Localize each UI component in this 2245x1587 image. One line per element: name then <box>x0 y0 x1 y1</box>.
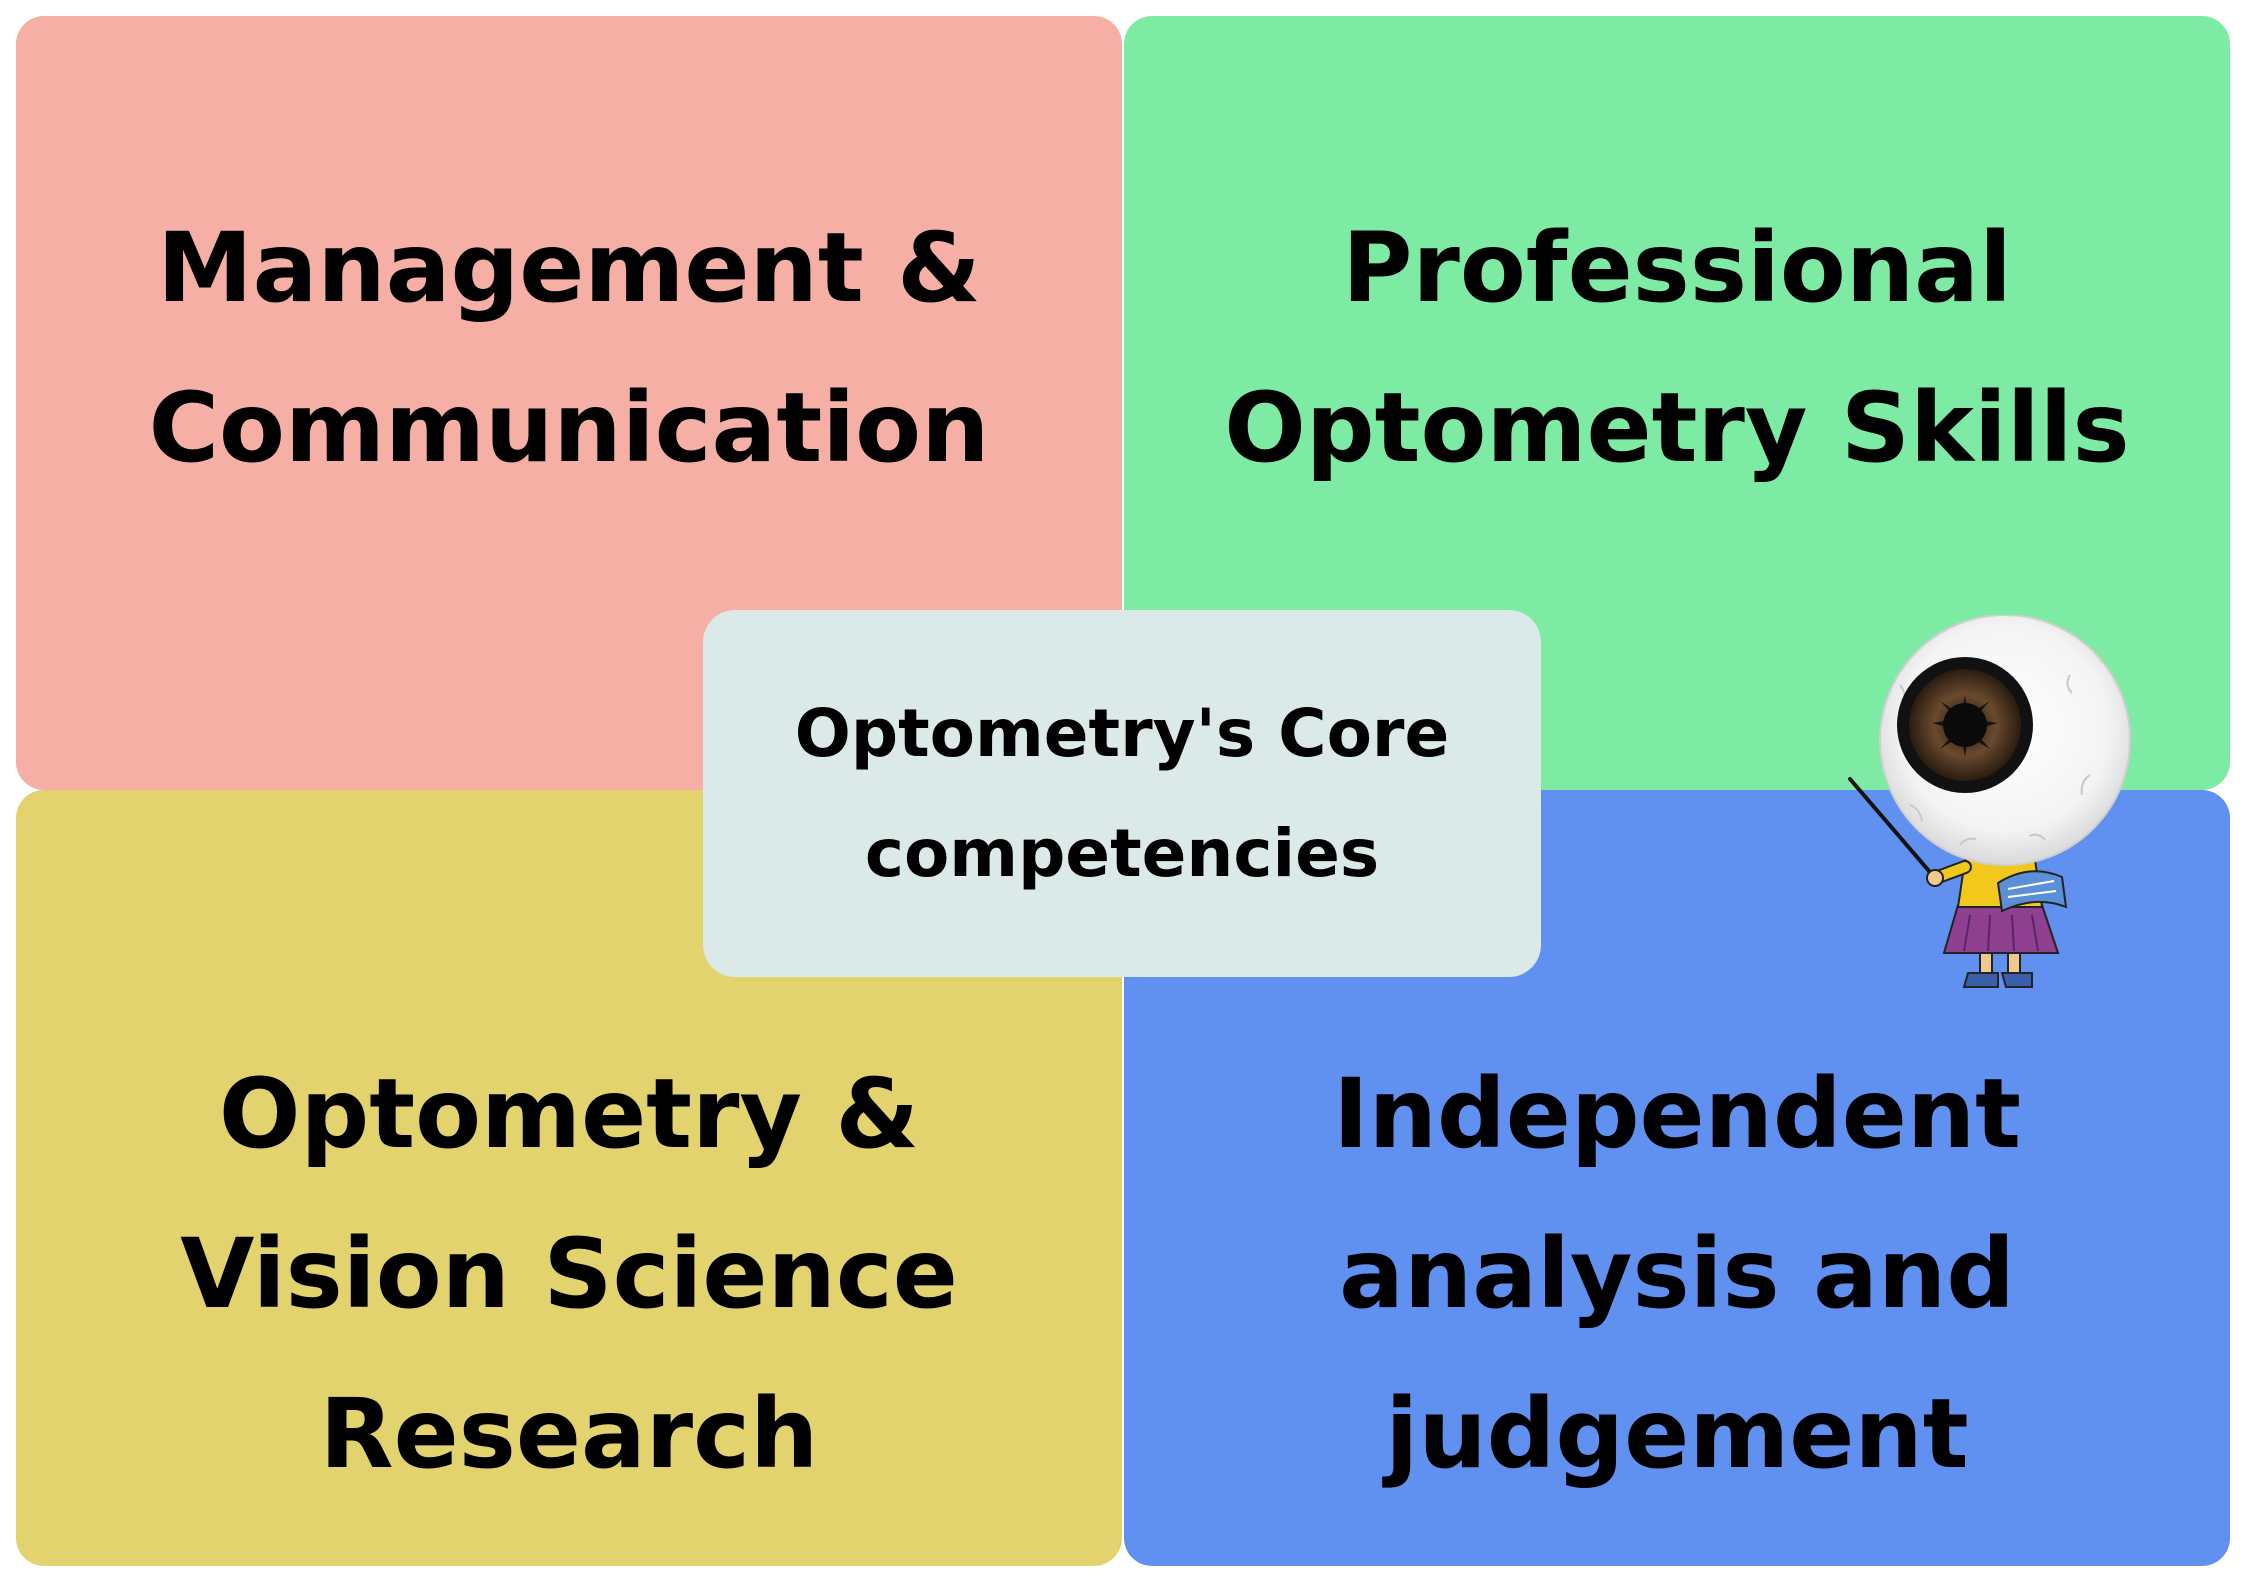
quadrant-label: Professional Optometry Skills <box>1124 188 2230 508</box>
quadrant-label-line: Independent <box>1332 1058 2022 1170</box>
core-competencies-card: Optometry's Core competencies <box>703 610 1541 977</box>
center-title-line: Optometry's Core <box>794 694 1450 772</box>
eyeball-teacher-icon <box>1848 615 2131 988</box>
quadrant-label: Optometry & Vision Science Research <box>16 1034 1122 1514</box>
quadrant-label: Independent analysis and judgement <box>1124 1034 2230 1514</box>
center-title-line: competencies <box>864 814 1380 892</box>
core-competencies-title: Optometry's Core competencies <box>795 674 1449 914</box>
quadrant-management-communication: Management & Communication <box>16 16 1122 790</box>
quadrant-label-line: Optometry & <box>218 1058 920 1170</box>
quadrant-label-line: Optometry Skills <box>1224 372 2130 484</box>
quadrant-label-line: judgement <box>1385 1378 1969 1490</box>
quadrant-label: Management & Communication <box>16 188 1122 508</box>
quadrant-label-line: Professional <box>1342 212 2012 324</box>
quadrant-label-line: Communication <box>148 372 990 484</box>
quadrant-label-line: Vision Science <box>180 1218 958 1330</box>
quadrant-label-line: analysis and <box>1339 1218 2015 1330</box>
quadrant-label-line: Research <box>319 1378 819 1490</box>
quadrant-label-line: Management & <box>157 212 981 324</box>
